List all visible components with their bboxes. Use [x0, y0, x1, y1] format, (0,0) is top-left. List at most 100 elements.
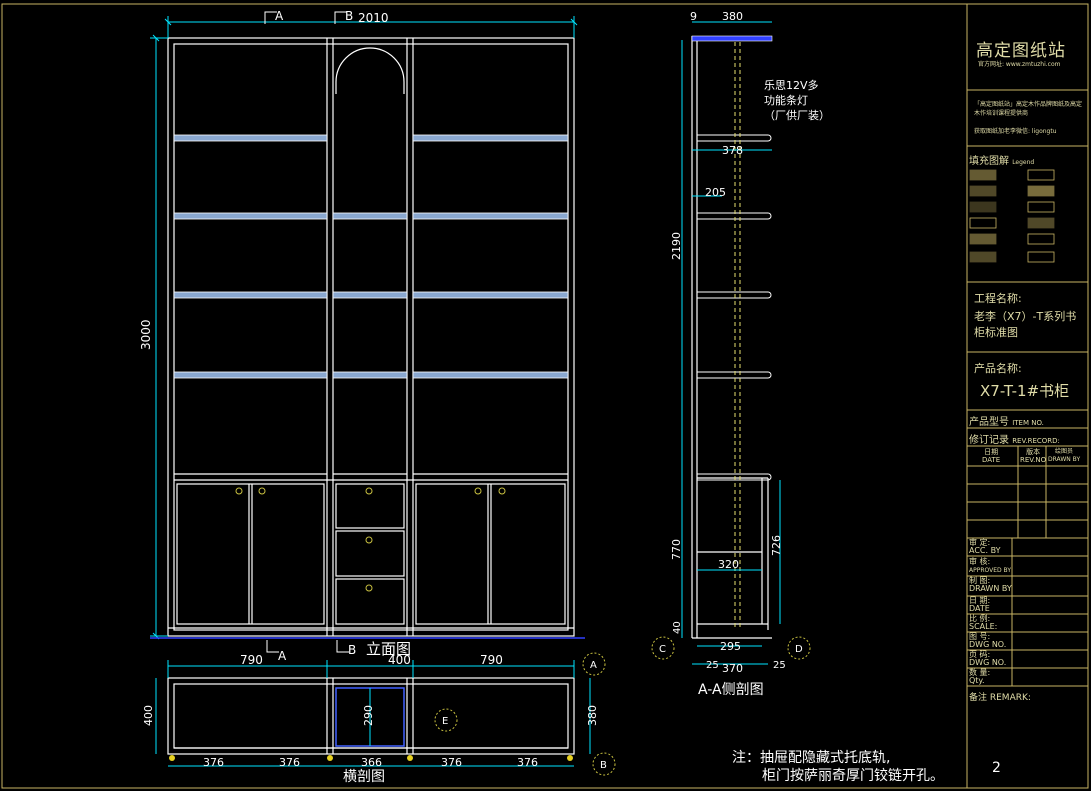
section-markers-front	[264, 11, 349, 653]
project-label: 工程名称:	[974, 292, 1022, 305]
title-block-grid	[966, 4, 1088, 788]
inner-height: 726	[770, 535, 783, 556]
callout-b: B	[600, 760, 607, 771]
drawer-depth: 290	[362, 705, 375, 726]
section-a-top: A	[275, 9, 284, 23]
arch-opening	[335, 47, 405, 94]
rev-label: 修订记录 REV.RECORD:	[969, 435, 1060, 446]
section-b-top: B	[345, 9, 353, 23]
sub-dim-4: 376	[441, 756, 462, 769]
total-depth: 370	[722, 662, 743, 675]
acc-by: 审 定:ACC. BY	[969, 538, 1001, 555]
base-depth: 295	[720, 640, 741, 653]
sub-dim-2: 376	[279, 756, 300, 769]
shelf	[412, 371, 569, 379]
plan-depth-left: 400	[142, 705, 155, 726]
plan-dim-right: 790	[480, 653, 503, 667]
callout-d: D	[795, 644, 803, 655]
shelf-top: 205	[705, 186, 726, 199]
plan-dimensions	[155, 660, 591, 767]
shelf	[332, 212, 408, 220]
sub-dim-1: 376	[203, 756, 224, 769]
shelf	[412, 291, 569, 299]
product-name: X7-T-1#书柜	[980, 382, 1070, 400]
plan-view-title: 横剖图	[343, 769, 385, 785]
base-height: 40	[672, 621, 683, 634]
plan-dim-left: 790	[240, 653, 263, 667]
shelf-depth: 378	[722, 144, 743, 157]
brand-wechat: 获取图纸加老李微信: ligongtu	[974, 128, 1057, 135]
page-number: 2	[992, 760, 1001, 776]
side-section	[691, 36, 772, 639]
note-line-2: 柜门按萨丽奇厚门铰链开孔。	[762, 767, 944, 784]
legend-swatches	[969, 169, 1055, 263]
inner-depth: 320	[718, 558, 739, 571]
sub-dim-3: 366	[361, 756, 382, 769]
side-shelves	[697, 134, 772, 481]
product-label: 产品名称:	[974, 362, 1022, 375]
front-height-dim: 3000	[139, 319, 153, 350]
top-panel	[691, 35, 773, 42]
dwg-no-field: 图 号:DWG NO.	[969, 632, 1007, 649]
callout-a: A	[590, 660, 597, 671]
shelf-group	[173, 134, 569, 379]
shelf	[412, 134, 569, 142]
drawn-by: 制 图:DRAWN BY	[969, 576, 1012, 593]
drawer-3	[335, 578, 405, 625]
note-line-1: 注：抽屉配隐藏式托底轨,	[732, 750, 890, 766]
project-name: 老李（X7）-T系列书柜标准图	[974, 310, 1077, 339]
sub-dim-5: 376	[517, 756, 538, 769]
top-offset: 9	[690, 10, 697, 23]
callout-c: C	[659, 644, 666, 655]
cabinet-inner-outline	[173, 43, 569, 631]
shelf	[173, 371, 328, 379]
shelf	[173, 134, 328, 142]
lower-height: 770	[670, 539, 683, 560]
qty-field: 数 量:Qty.	[969, 668, 991, 685]
plan-feet	[169, 755, 573, 761]
shelf	[332, 371, 408, 379]
scale-field: 比 例:SCALE:	[969, 614, 998, 631]
shelf	[173, 212, 328, 220]
side-callouts	[651, 636, 811, 660]
side-view-title: A-A侧剖图	[698, 682, 764, 698]
callouts	[434, 652, 616, 776]
item-label: 产品型号 ITEM NO.	[969, 417, 1044, 428]
brand-name: 高定图纸站	[976, 41, 1066, 61]
cabinet-outline	[167, 37, 575, 637]
legend-label: 填充图解 Legend	[969, 156, 1035, 167]
section-b-bottom: B	[348, 643, 356, 657]
shelf	[173, 291, 328, 299]
side-dimensions	[681, 21, 781, 665]
right-offset: 25	[773, 660, 786, 671]
top-depth: 380	[722, 10, 743, 23]
plan-section	[167, 677, 575, 755]
front-elevation	[167, 37, 575, 637]
plan-dim-mid: 400	[388, 653, 411, 667]
light-strip-note: 乐思12V多功能条灯（厂供厂装）	[764, 79, 830, 122]
left-offset: 25	[706, 660, 719, 671]
drawer-2	[335, 530, 405, 577]
brand-intro: 「高定图纸站」高定木作品牌图纸及高定木作培训课程提供商	[974, 101, 1083, 117]
drawing-border	[1, 3, 1089, 789]
brand-website: 官方网址: www.zmtuzhi.com	[978, 61, 1061, 68]
shelf	[412, 212, 569, 220]
remark-label: 备注 REMARK:	[969, 693, 1031, 703]
drawer-1	[335, 483, 405, 529]
upper-height: 2190	[670, 232, 683, 260]
page-field: 页 码:DWG NO.	[969, 650, 1007, 667]
plan-depth-right: 380	[586, 705, 599, 726]
shelf	[332, 291, 408, 299]
hinge-markers	[235, 487, 506, 592]
front-dimensions	[150, 16, 578, 640]
front-view-title: 立面图	[366, 640, 411, 658]
date-field: 日 期:DATE	[969, 596, 991, 613]
callout-e: E	[442, 716, 448, 727]
section-a-bottom: A	[278, 649, 287, 663]
front-width-dim: 2010	[358, 11, 389, 25]
approved-by: 审 核:APPROVED BY	[969, 557, 1012, 575]
